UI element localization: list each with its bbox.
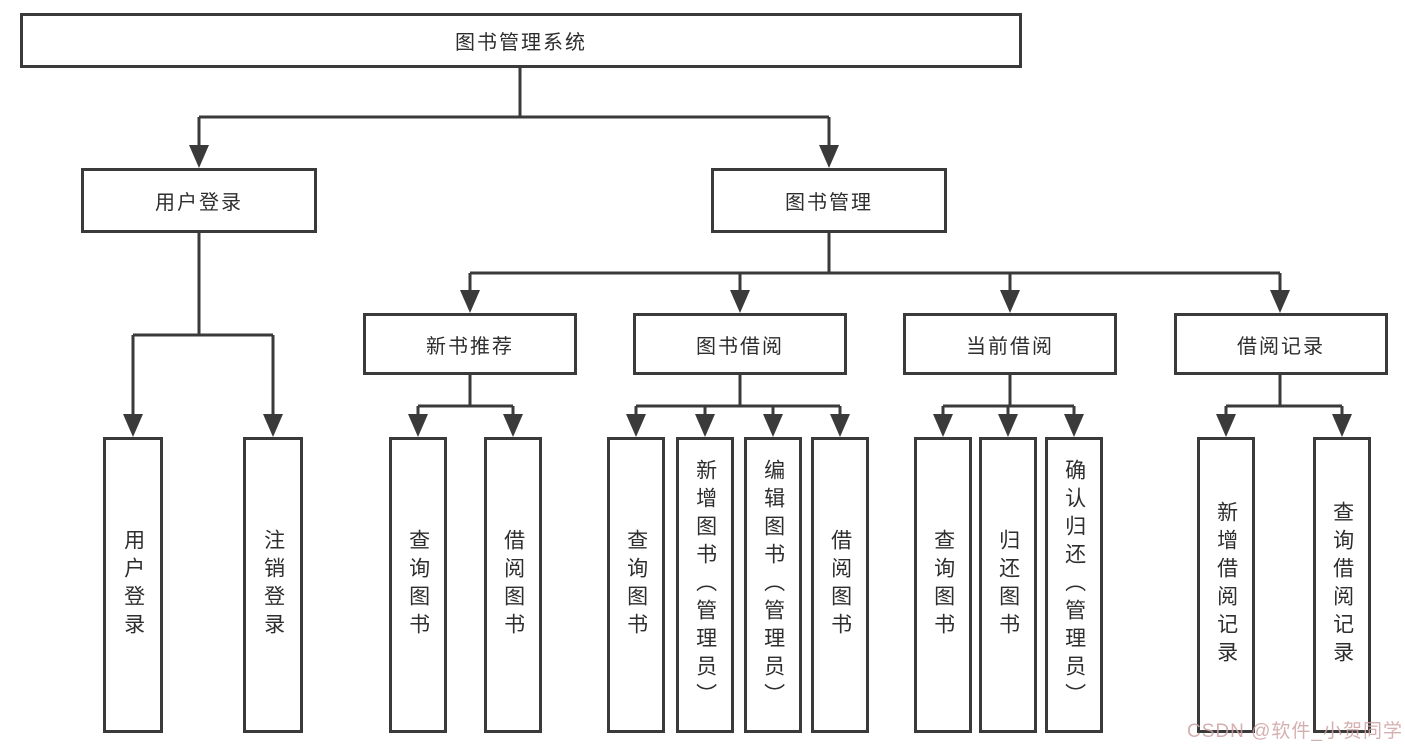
node-label: 图书借阅 bbox=[696, 335, 784, 358]
leaf-query-borrow-record: 查询借阅记录 bbox=[1313, 437, 1371, 733]
leaf-label: 查询图书 bbox=[624, 529, 648, 641]
leaf-label: 新增图书（管理员） bbox=[693, 459, 717, 711]
leaf-return-books: 归还图书 bbox=[979, 437, 1037, 733]
leaf-label: 借阅图书 bbox=[828, 529, 852, 641]
node-root-system: 图书管理系统 bbox=[20, 13, 1022, 68]
node-label: 图书管理 bbox=[785, 192, 873, 214]
node-label: 当前借阅 bbox=[966, 335, 1054, 358]
node-book-borrow: 图书借阅 bbox=[633, 313, 847, 375]
leaf-edit-books-admin: 编辑图书（管理员） bbox=[744, 437, 802, 733]
node-new-book-recommend: 新书推荐 bbox=[363, 313, 577, 375]
leaf-query-books-current: 查询图书 bbox=[914, 437, 972, 733]
leaf-logout: 注销登录 bbox=[243, 437, 303, 733]
leaf-label: 借阅图书 bbox=[501, 529, 525, 641]
leaf-query-books-borrow: 查询图书 bbox=[607, 437, 665, 733]
leaf-label: 确认归还（管理员） bbox=[1062, 459, 1086, 711]
leaf-label: 编辑图书（管理员） bbox=[761, 459, 785, 711]
leaf-label: 查询图书 bbox=[931, 529, 955, 641]
node-label: 图书管理系统 bbox=[455, 32, 587, 54]
node-borrow-records: 借阅记录 bbox=[1174, 313, 1388, 375]
node-label: 新书推荐 bbox=[426, 335, 514, 358]
leaf-confirm-return-admin: 确认归还（管理员） bbox=[1045, 437, 1103, 733]
leaf-label: 用户登录 bbox=[121, 529, 145, 641]
leaf-label: 查询图书 bbox=[406, 529, 430, 641]
leaf-label: 新增借阅记录 bbox=[1214, 501, 1238, 669]
node-label: 借阅记录 bbox=[1237, 335, 1325, 358]
node-label: 用户登录 bbox=[155, 192, 243, 214]
node-book-management: 图书管理 bbox=[711, 168, 947, 233]
leaf-label: 查询借阅记录 bbox=[1330, 501, 1354, 669]
node-current-borrow: 当前借阅 bbox=[903, 313, 1117, 375]
leaf-query-books-recommend: 查询图书 bbox=[389, 437, 447, 733]
leaf-add-books-admin: 新增图书（管理员） bbox=[676, 437, 734, 733]
leaf-add-borrow-record: 新增借阅记录 bbox=[1197, 437, 1255, 733]
csdn-watermark: CSDN @软件_小贺同学 bbox=[1187, 721, 1403, 742]
leaf-label: 注销登录 bbox=[261, 529, 285, 641]
leaf-borrow-books-recommend: 借阅图书 bbox=[484, 437, 542, 733]
leaf-borrow-books: 借阅图书 bbox=[811, 437, 869, 733]
leaf-user-login: 用户登录 bbox=[103, 437, 163, 733]
leaf-label: 归还图书 bbox=[996, 529, 1020, 641]
node-user-login: 用户登录 bbox=[81, 168, 317, 233]
